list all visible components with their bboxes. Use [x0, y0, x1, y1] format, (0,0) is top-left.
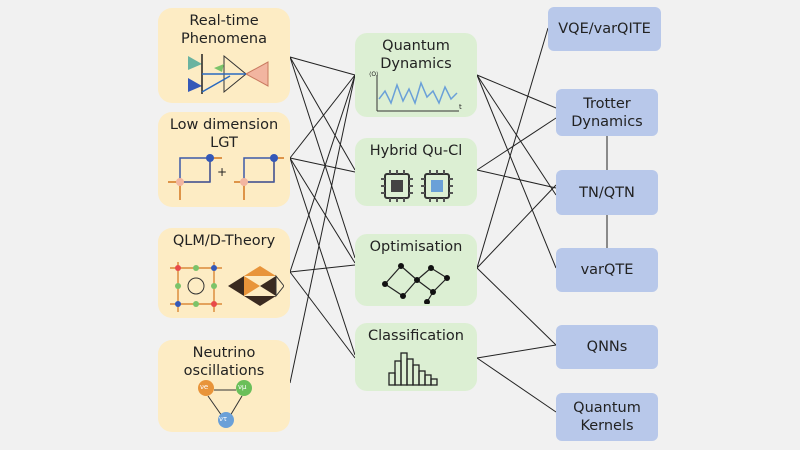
box-label: Neutrino oscillations — [183, 345, 265, 379]
plot-x-label: t — [459, 103, 462, 111]
box-varqte: varQTE — [556, 248, 658, 292]
box-label: QLM/D-Theory — [172, 233, 276, 249]
box-label: Real-time Phenomena — [180, 13, 268, 47]
plus-sign: + — [217, 165, 228, 179]
box-neutrino-oscillations: Neutrino oscillations νe νμ ντ — [158, 340, 290, 432]
box-label: Optimisation — [369, 239, 463, 255]
box-label: Hybrid Qu-Cl — [369, 143, 463, 159]
box-hybrid-qu-cl: Hybrid Qu-Cl — [355, 138, 477, 206]
box-tn-qtn: TN/QTN — [556, 170, 658, 215]
nu-e-label: νe — [200, 383, 209, 391]
box-label: TN/QTN — [579, 184, 635, 201]
graph-network-icon — [382, 263, 450, 304]
box-optimisation: Optimisation — [355, 234, 477, 306]
light-cone-icon — [188, 54, 269, 94]
nu-tau-label: ντ — [219, 415, 228, 423]
box-classification: Classification — [355, 323, 477, 391]
chip-icons — [381, 170, 453, 202]
box-quantum-kernels: Quantum Kernels — [556, 393, 658, 441]
box-low-dimension-lgt: Low dimension LGT + — [158, 112, 290, 207]
neutrino-flavor-icon — [198, 380, 252, 428]
box-qnns: QNNs — [556, 325, 658, 369]
box-label: varQTE — [580, 262, 634, 278]
box-label: VQE/varQITE — [558, 21, 651, 37]
time-evolution-plot-icon — [376, 75, 459, 112]
box-trotter-dynamics: Trotter Dynamics — [556, 89, 658, 136]
box-quantum-dynamics: Quantum Dynamics ⟨O⟩ t — [355, 33, 477, 117]
box-qlm-d-theory: QLM/D-Theory — [158, 228, 290, 318]
box-label: Quantum Kernels — [573, 400, 641, 434]
histogram-icon — [388, 352, 438, 386]
nu-mu-label: νμ — [238, 383, 247, 391]
box-label: Classification — [368, 328, 464, 344]
box-label: Trotter Dynamics — [571, 95, 643, 130]
lattice-plaquette-icon — [168, 154, 284, 200]
box-label: Quantum Dynamics — [380, 38, 452, 72]
box-label: QNNs — [586, 339, 628, 355]
box-label: Low dimension LGT — [169, 117, 279, 151]
box-realtime-phenomena: Real-time Phenomena — [158, 8, 290, 103]
plot-y-label: ⟨O⟩ — [369, 71, 379, 78]
box-vqe-varqite: VQE/varQITE — [548, 7, 661, 51]
quantum-link-model-icon — [170, 262, 284, 312]
